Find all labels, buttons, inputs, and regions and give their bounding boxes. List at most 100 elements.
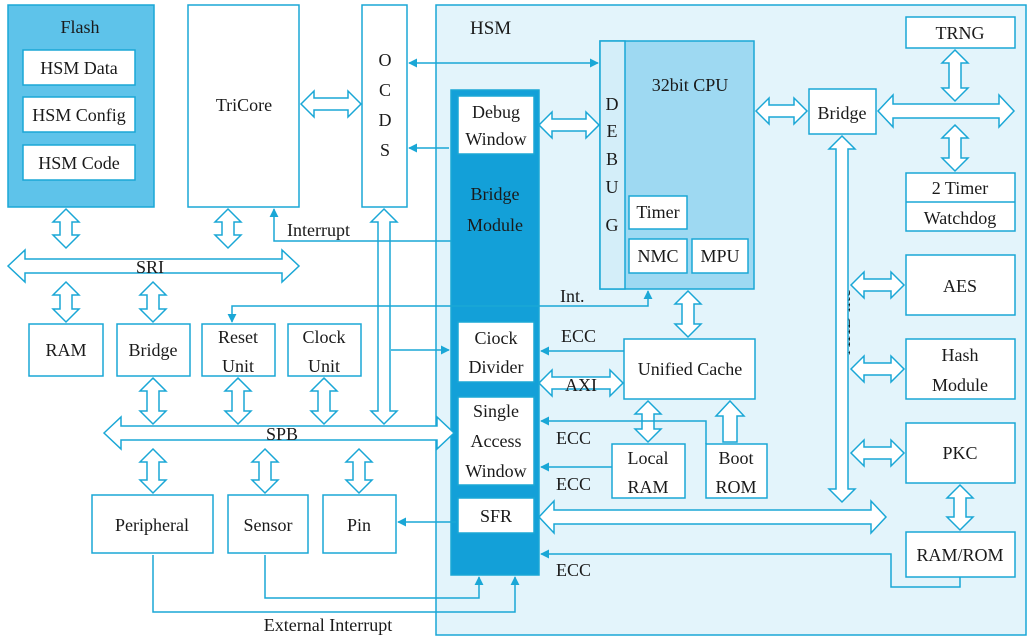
timer-box bbox=[628, 195, 688, 230]
sfr-ahb-bus bbox=[537, 499, 888, 535]
flash-item-hsm-code: HSM Code bbox=[38, 153, 120, 173]
interrupt-line bbox=[269, 208, 451, 242]
unified-cache-label: Unified Cache bbox=[638, 359, 742, 379]
tricore-label: TriCore bbox=[216, 95, 272, 115]
flash-sri-connector bbox=[51, 207, 81, 250]
tricore-block bbox=[187, 4, 300, 208]
aes-box bbox=[905, 254, 1016, 316]
spb-bus bbox=[102, 415, 456, 451]
peripheral-label: Peripheral bbox=[115, 515, 189, 535]
trng-label: TRNG bbox=[936, 23, 985, 43]
sri-ram-connector bbox=[51, 280, 81, 324]
axi-label: AXI bbox=[565, 375, 597, 395]
ecc-access-label: ECC bbox=[556, 428, 591, 448]
ahb-aes-connector bbox=[849, 270, 906, 300]
reset-unit-box bbox=[201, 323, 276, 377]
ecc-window-label: ECC bbox=[556, 474, 591, 494]
hash-module-box bbox=[905, 338, 1016, 400]
ocds-letter: O bbox=[379, 50, 392, 70]
apb-timer-connector bbox=[940, 123, 970, 173]
sfr-label: SFR bbox=[480, 506, 512, 526]
debugwindow-debug-connector bbox=[537, 110, 601, 140]
clock-unit-label: Clock bbox=[303, 327, 346, 347]
reset-unit-label: Reset bbox=[218, 327, 258, 347]
nmc-box bbox=[628, 238, 688, 274]
mpu-label: MPU bbox=[700, 246, 739, 266]
axi-connector bbox=[537, 368, 625, 398]
ocds-block bbox=[361, 4, 408, 208]
pin-label: Pin bbox=[347, 515, 371, 535]
mpu-box bbox=[691, 238, 749, 274]
sfr-box bbox=[457, 497, 535, 534]
flash-item-hsm-data: HSM Data bbox=[40, 58, 118, 78]
local-ram-label: RAM bbox=[627, 477, 668, 497]
flash-item-box bbox=[22, 144, 136, 181]
debug-bar bbox=[599, 40, 626, 290]
external-interrupt-label: External Interrupt bbox=[264, 615, 392, 635]
spb-label: SPB bbox=[266, 424, 298, 444]
ram-rom-label: RAM/ROM bbox=[916, 545, 1003, 565]
pin-box bbox=[322, 494, 397, 554]
nmc-label: NMC bbox=[637, 246, 678, 266]
debug-letter: U bbox=[606, 177, 619, 197]
bridge-module-label: Module bbox=[467, 215, 523, 235]
debug-letter: D bbox=[606, 94, 619, 114]
single-access-window-label: Single bbox=[473, 401, 519, 421]
trng-box bbox=[905, 16, 1016, 49]
ramrom-ecc-line bbox=[540, 549, 961, 588]
sensor-interrupt-line bbox=[264, 555, 484, 599]
cpu-bridge-connector bbox=[754, 96, 809, 126]
flash-item-hsm-config: HSM Config bbox=[32, 105, 126, 125]
pkc-ramrom-connector bbox=[945, 483, 975, 532]
spb-pin-connector bbox=[344, 447, 374, 495]
local-ram-box bbox=[611, 443, 686, 499]
hash-module-label: Module bbox=[932, 375, 988, 395]
boot-rom-label: ROM bbox=[715, 477, 756, 497]
timer-label: Timer bbox=[636, 202, 679, 222]
clock-divider-label: Divider bbox=[469, 357, 524, 377]
spb-sensor-connector bbox=[250, 447, 280, 495]
apb-bus bbox=[876, 93, 1016, 129]
hsm-title: HSM bbox=[470, 18, 511, 39]
cpu-title: 32bit CPU bbox=[652, 75, 729, 95]
ocds-letter: S bbox=[380, 140, 390, 160]
pkc-box bbox=[905, 422, 1016, 484]
bridge-right-box bbox=[808, 88, 877, 135]
clock-unit-label: Unit bbox=[308, 356, 340, 376]
bridge-module-label: Bridge bbox=[471, 184, 520, 204]
boot-rom-label: Boot bbox=[718, 448, 753, 468]
bridge-left-box bbox=[116, 323, 191, 377]
int-label: Int. bbox=[560, 286, 585, 306]
unified-cache-box bbox=[623, 338, 756, 400]
ocds-letter: D bbox=[379, 110, 392, 130]
ram-label: RAM bbox=[45, 340, 86, 360]
interrupt-label: Interrupt bbox=[287, 220, 350, 240]
bridge-right-label: Bridge bbox=[818, 103, 867, 123]
debug-window-box bbox=[457, 95, 535, 155]
aes-label: AES bbox=[943, 276, 977, 296]
local-ram-label: Local bbox=[628, 448, 669, 468]
peripheral-box bbox=[91, 494, 214, 554]
debug-letter: G bbox=[606, 215, 619, 235]
debug-letter: E bbox=[607, 121, 618, 141]
ram-box bbox=[28, 323, 104, 377]
flash-item-box bbox=[22, 96, 136, 133]
clock-unit-box bbox=[287, 323, 362, 377]
single-access-window-box bbox=[457, 396, 535, 486]
pkc-label: PKC bbox=[942, 443, 977, 463]
sensor-label: Sensor bbox=[244, 515, 293, 535]
bridge-left-label: Bridge bbox=[129, 340, 178, 360]
timer-watchdog-label: 2 Timer bbox=[932, 178, 989, 198]
debug-window-label: Debug bbox=[472, 102, 520, 122]
bootrom-access-ecc-line bbox=[540, 416, 707, 444]
debug-window-label: Window bbox=[465, 129, 526, 149]
sri-label: SRI bbox=[136, 257, 164, 277]
timer-watchdog-label: Watchdog bbox=[924, 208, 997, 228]
tricore-sri-connector bbox=[213, 207, 243, 250]
cpu-cache-connector bbox=[673, 289, 703, 339]
int-reset-line bbox=[227, 290, 653, 323]
clock-divider-label: Ciock bbox=[475, 328, 518, 348]
tricore-ocds-connector bbox=[299, 89, 363, 119]
bootrom-cache-arrow bbox=[714, 399, 746, 443]
